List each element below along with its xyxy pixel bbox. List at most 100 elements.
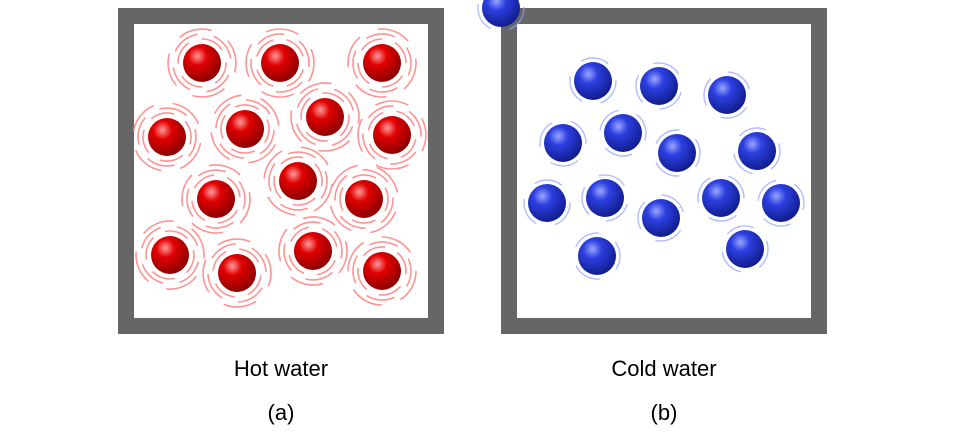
motion-arc — [366, 295, 395, 301]
motion-arc — [313, 183, 333, 212]
motion-arc — [340, 215, 366, 229]
motion-arc — [355, 84, 387, 98]
motion-arc — [363, 246, 386, 257]
motion-arc — [361, 38, 383, 51]
motion-arc — [637, 201, 645, 230]
motion-arc — [208, 164, 241, 176]
panel-cold-water: Cold water (b) — [477, 0, 831, 436]
motion-arc — [794, 183, 805, 211]
motion-arc — [598, 174, 625, 186]
motion-arc — [380, 197, 394, 223]
motion-arc — [362, 133, 376, 159]
motion-arc — [217, 209, 238, 224]
motion-arc — [400, 139, 417, 158]
motion-arc — [165, 230, 188, 239]
molecule-sphere — [544, 124, 582, 162]
motion-arc — [375, 164, 409, 170]
motion-arc — [605, 203, 628, 222]
motion-arc — [539, 122, 553, 148]
motion-arc — [508, 6, 525, 30]
motion-arc — [206, 74, 230, 93]
motion-arc — [191, 200, 206, 221]
motion-arc — [357, 62, 370, 84]
water-molecule — [523, 179, 571, 226]
motion-arc — [251, 247, 267, 273]
motion-arc — [215, 62, 227, 84]
panel-b-label: (b) — [650, 400, 678, 425]
motion-arc — [141, 264, 164, 284]
motion-arc — [152, 271, 175, 280]
motion-arc — [403, 58, 417, 90]
molecule-sphere — [306, 98, 344, 136]
motion-arc — [172, 67, 191, 91]
motion-arc — [300, 97, 311, 120]
motion-arc — [202, 259, 210, 293]
motion-arc — [727, 71, 750, 90]
motion-arc — [143, 220, 174, 234]
motion-arc — [215, 103, 231, 129]
motion-arc — [293, 221, 321, 230]
motion-arc — [239, 248, 259, 263]
motion-arc — [338, 240, 348, 274]
motion-arc — [214, 94, 242, 114]
motion-arc — [580, 57, 609, 65]
molecule-sphere — [586, 179, 624, 217]
motion-arc — [245, 44, 252, 78]
molecule-sphere — [726, 230, 764, 268]
motion-arc — [213, 35, 232, 59]
motion-arc — [296, 123, 316, 146]
molecule-sphere — [218, 254, 256, 292]
motion-arc — [550, 160, 579, 167]
motion-arc — [726, 225, 754, 235]
motion-arc — [287, 151, 316, 159]
motion-arc — [275, 81, 303, 93]
motion-arc — [331, 126, 354, 146]
motion-arc — [245, 99, 271, 115]
water-molecule — [132, 102, 202, 172]
molecule-sphere — [738, 132, 776, 170]
motion-arc — [339, 186, 344, 211]
motion-arc — [286, 69, 304, 87]
motion-arc — [757, 179, 777, 201]
motion-arc — [318, 140, 350, 152]
water-molecule — [357, 100, 427, 170]
motion-arc — [655, 129, 680, 144]
motion-arc — [268, 163, 276, 192]
motion-arc — [212, 251, 227, 271]
molecule-sphere — [226, 110, 264, 148]
motion-arc — [728, 175, 745, 199]
motion-arc — [605, 147, 633, 157]
motion-arc — [188, 129, 197, 157]
motion-arc — [308, 48, 315, 82]
motion-arc — [347, 242, 364, 272]
motion-arc — [661, 194, 684, 212]
motion-arc — [708, 214, 737, 222]
motion-arc — [186, 250, 195, 273]
motion-arc — [288, 254, 304, 274]
motion-arc — [600, 80, 617, 104]
motion-arc — [400, 270, 417, 300]
molecule-sphere — [528, 184, 566, 222]
hot-water-container — [118, 8, 444, 334]
motion-arc — [421, 118, 427, 152]
motion-arc — [280, 203, 309, 211]
motion-arc — [758, 240, 769, 268]
motion-arc — [215, 283, 235, 298]
cold-water-container — [477, 0, 827, 334]
motion-arc — [347, 36, 361, 68]
motion-arc — [370, 211, 397, 234]
motion-arc — [408, 111, 422, 137]
motion-arc — [357, 267, 368, 290]
motion-arc — [290, 110, 302, 142]
motion-arc — [721, 251, 742, 273]
motion-arc — [534, 179, 563, 186]
panel-hot-water: Hot water (a) — [118, 0, 448, 436]
water-molecule — [697, 175, 745, 222]
water-molecule — [703, 71, 750, 119]
motion-arc — [298, 40, 310, 68]
motion-arc — [367, 112, 384, 131]
motion-arc — [132, 105, 154, 132]
motion-arc — [575, 232, 600, 248]
motion-arc — [352, 255, 358, 284]
motion-arc — [205, 221, 234, 229]
